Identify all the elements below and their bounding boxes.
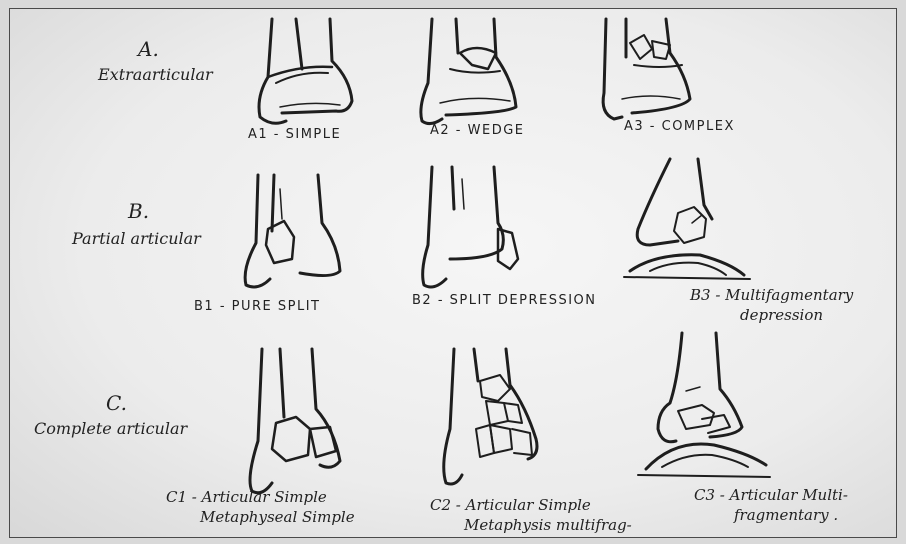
caption-c2-line1: C2 - Articular Simple <box>430 495 632 515</box>
sketch-frame: A. Extraarticular B. Partial articular C… <box>9 8 897 538</box>
caption-c1-line2: Metaphyseal Simple <box>166 507 355 527</box>
row-b-label: Partial articular <box>72 229 201 248</box>
sketch-b1 <box>245 175 340 287</box>
caption-b3: B3 - Multifagmentary depression <box>690 285 853 325</box>
row-b-letter: B. <box>128 199 149 223</box>
caption-c1: C1 - Articular Simple Metaphyseal Simple <box>166 487 355 527</box>
sketch-a3 <box>603 19 690 119</box>
sketch-c3 <box>638 333 770 477</box>
caption-b1: B1 - PURE SPLIT <box>194 299 321 314</box>
sketch-b3 <box>624 159 750 279</box>
caption-c2: C2 - Articular Simple Metaphysis multifr… <box>430 495 632 538</box>
caption-b3-line1: B3 - Multifagmentary <box>690 285 853 305</box>
caption-a2: A2 - WEDGE <box>430 123 525 138</box>
row-c-label: Complete articular <box>34 419 187 438</box>
caption-c3-line1: C3 - Articular Multi- <box>694 485 848 505</box>
sketch-c2 <box>444 349 537 484</box>
sketch-b2 <box>423 167 518 287</box>
row-c-letter: C. <box>106 391 127 415</box>
row-a-label: Extraarticular <box>98 65 213 84</box>
row-a-letter: A. <box>138 37 159 61</box>
caption-b3-line2: depression <box>690 305 853 325</box>
caption-c3-line2: fragmentary . <box>694 505 848 525</box>
caption-c2-line2: Metaphysis multifrag- <box>430 515 632 535</box>
sketch-a2 <box>421 19 516 124</box>
fracture-sketches <box>10 9 897 538</box>
caption-c2-line3: mentary <box>430 535 632 538</box>
caption-a3: A3 - COMPLEX <box>624 119 735 134</box>
caption-c1-line1: C1 - Articular Simple <box>166 487 355 507</box>
sketch-c1 <box>250 349 340 493</box>
caption-c3: C3 - Articular Multi- fragmentary . <box>694 485 848 525</box>
caption-a1: A1 - SIMPLE <box>248 127 341 142</box>
caption-b2: B2 - SPLIT DEPRESSION <box>412 293 597 308</box>
sketch-a1 <box>259 19 352 123</box>
